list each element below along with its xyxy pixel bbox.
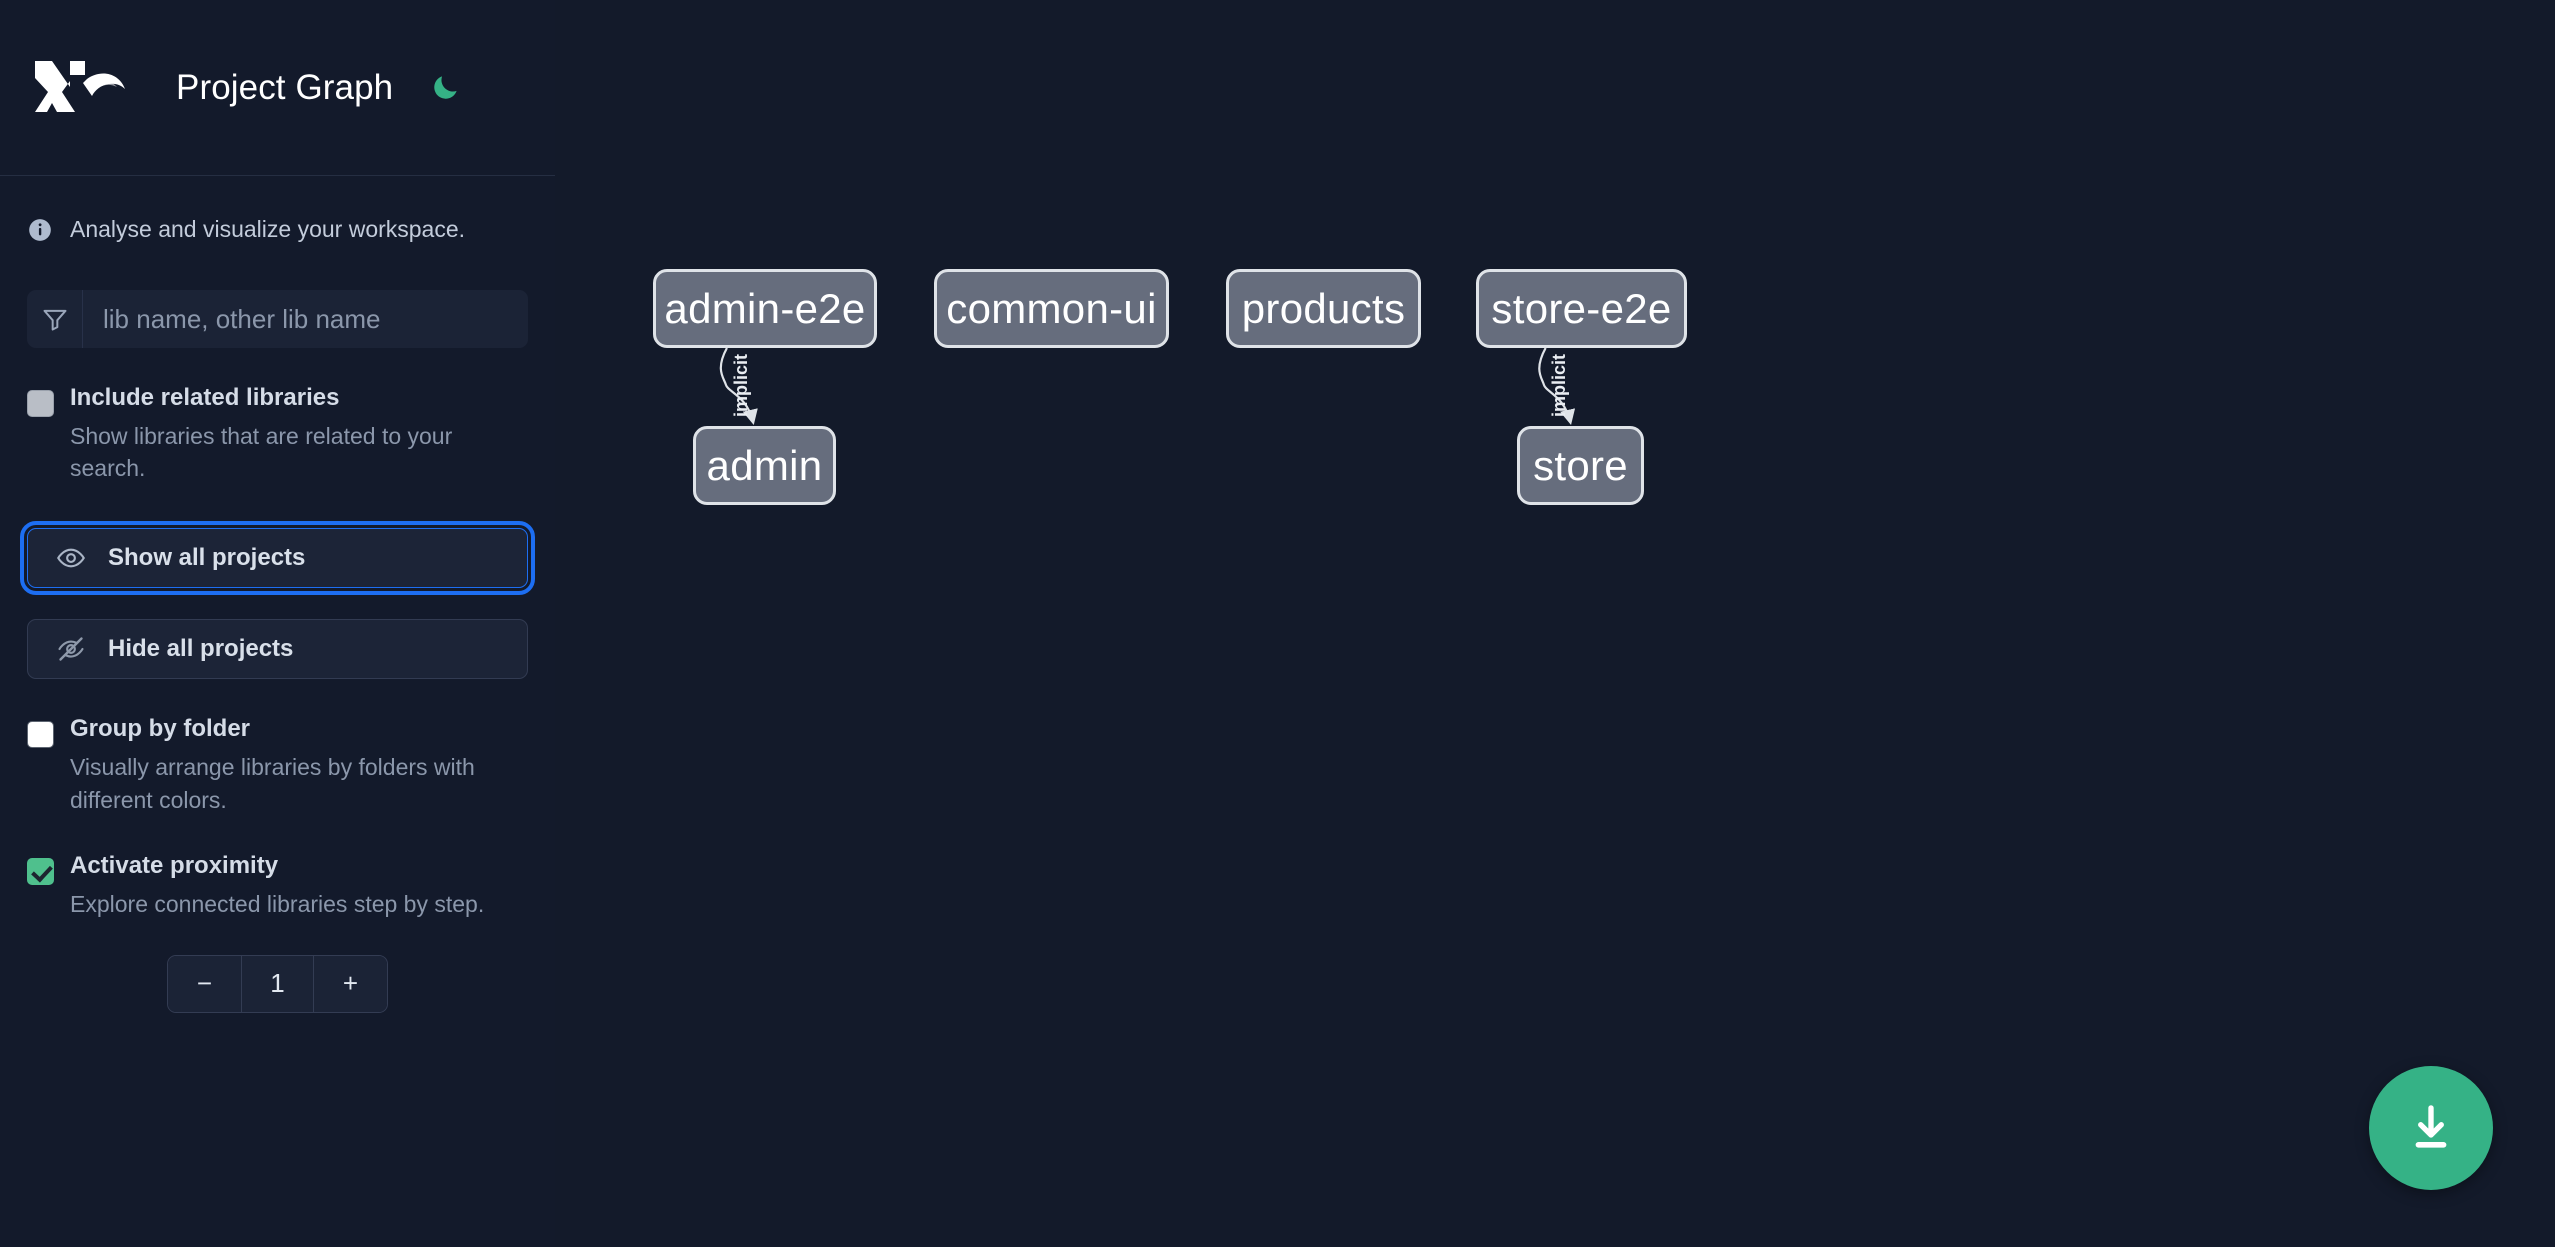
show-all-projects-label: Show all projects (108, 544, 306, 572)
group-by-folder-description: Visually arrange libraries by folders wi… (70, 753, 475, 813)
option-group-by-folder[interactable]: Group by folder Visually arrange librari… (27, 715, 528, 816)
include-related-libraries-checkbox[interactable] (27, 390, 54, 417)
eye-off-icon (58, 637, 84, 661)
proximity-stepper-wrap: − 1 + (27, 954, 528, 1013)
edge-paths (719, 347, 1576, 426)
activate-proximity-texts: Activate proximity Explore connected lib… (70, 852, 528, 920)
include-related-libraries-texts: Include related libraries Show libraries… (70, 384, 528, 485)
option-activate-proximity[interactable]: Activate proximity Explore connected lib… (27, 852, 528, 920)
search-box[interactable] (27, 290, 528, 348)
graph-node-admin-e2e[interactable]: admin-e2e (653, 269, 877, 348)
download-graph-button[interactable] (2369, 1066, 2493, 1190)
activate-proximity-label: Activate proximity (70, 852, 279, 880)
page-title: Project Graph (176, 67, 394, 107)
graph-edge-store-e2e__store (1538, 347, 1576, 426)
eye-icon (57, 548, 85, 568)
include-related-libraries-description: Show libraries that are related to your … (70, 422, 453, 482)
theme-toggle-button[interactable] (425, 68, 465, 108)
include-related-libraries-label: Include related libraries (70, 384, 340, 411)
group-by-folder-label: Group by folder (70, 715, 250, 743)
graph-node-products[interactable]: products (1226, 269, 1421, 348)
filter-funnel-icon-wrap (27, 290, 83, 348)
search-row (27, 290, 528, 348)
tagline-text: Analyse and visualize your workspace. (70, 216, 466, 242)
proximity-stepper[interactable]: − 1 + (167, 954, 388, 1013)
hide-all-projects-label: Hide all projects (108, 635, 294, 663)
graph-node-label: common-ui (946, 284, 1157, 332)
graph-node-store-e2e[interactable]: store-e2e (1476, 269, 1687, 348)
graph-node-common-ui[interactable]: common-ui (934, 269, 1169, 348)
graph-canvas[interactable]: admin-e2e admin common-ui products store-e2e… (555, 0, 2555, 1247)
graph-node-store[interactable]: store (1517, 426, 1644, 505)
proximity-increment-button[interactable]: + (314, 955, 387, 1012)
activate-proximity-description: Explore connected libraries step by step… (70, 891, 485, 918)
activate-proximity-checkbox[interactable] (27, 858, 54, 886)
sidebar: Project Graph Analyse and visualize your… (0, 0, 555, 1247)
moon-icon (434, 75, 457, 99)
graph-edge-label-admin-e2e__admin: implicit (730, 353, 751, 418)
hide-all-projects-button[interactable]: Hide all projects (27, 619, 528, 680)
tagline: Analyse and visualize your workspace. (27, 176, 528, 250)
graph-edge-admin-e2e__admin (719, 347, 758, 426)
graph-node-label: admin-e2e (664, 284, 866, 332)
hide-all-projects-wrap: Hide all projects (27, 619, 528, 680)
graph-node-admin[interactable]: admin (693, 426, 836, 505)
download-icon (2415, 1105, 2447, 1148)
group-by-folder-checkbox[interactable] (27, 721, 54, 749)
graph-canvas-inner: admin-e2e admin common-ui products store-e2e… (555, 0, 2555, 1247)
show-all-projects-wrap: Show all projects (20, 521, 535, 596)
option-include-related-libraries[interactable]: Include related libraries Show libraries… (27, 384, 528, 485)
proximity-value: 1 (241, 955, 314, 1012)
sidebar-header: Project Graph (0, 0, 555, 176)
sidebar-body: Analyse and visualize your workspace. In… (0, 176, 555, 1013)
proximity-decrement-button[interactable]: − (168, 955, 241, 1012)
graph-node-label: admin (706, 441, 823, 489)
graph-node-label: store (1533, 441, 1628, 489)
graph-edges-layer (719, 347, 1576, 426)
info-icon (29, 218, 51, 241)
graph-edge-label-store-e2e__store: implicit (1548, 353, 1569, 418)
search-input[interactable] (83, 290, 528, 348)
group-by-folder-texts: Group by folder Visually arrange librari… (70, 715, 528, 816)
filter-funnel-icon (43, 309, 66, 331)
graph-node-label: store-e2e (1491, 284, 1672, 332)
nx-logo-icon (35, 60, 125, 112)
graph-node-label: products (1241, 284, 1406, 332)
show-all-projects-button[interactable]: Show all projects (20, 521, 535, 596)
